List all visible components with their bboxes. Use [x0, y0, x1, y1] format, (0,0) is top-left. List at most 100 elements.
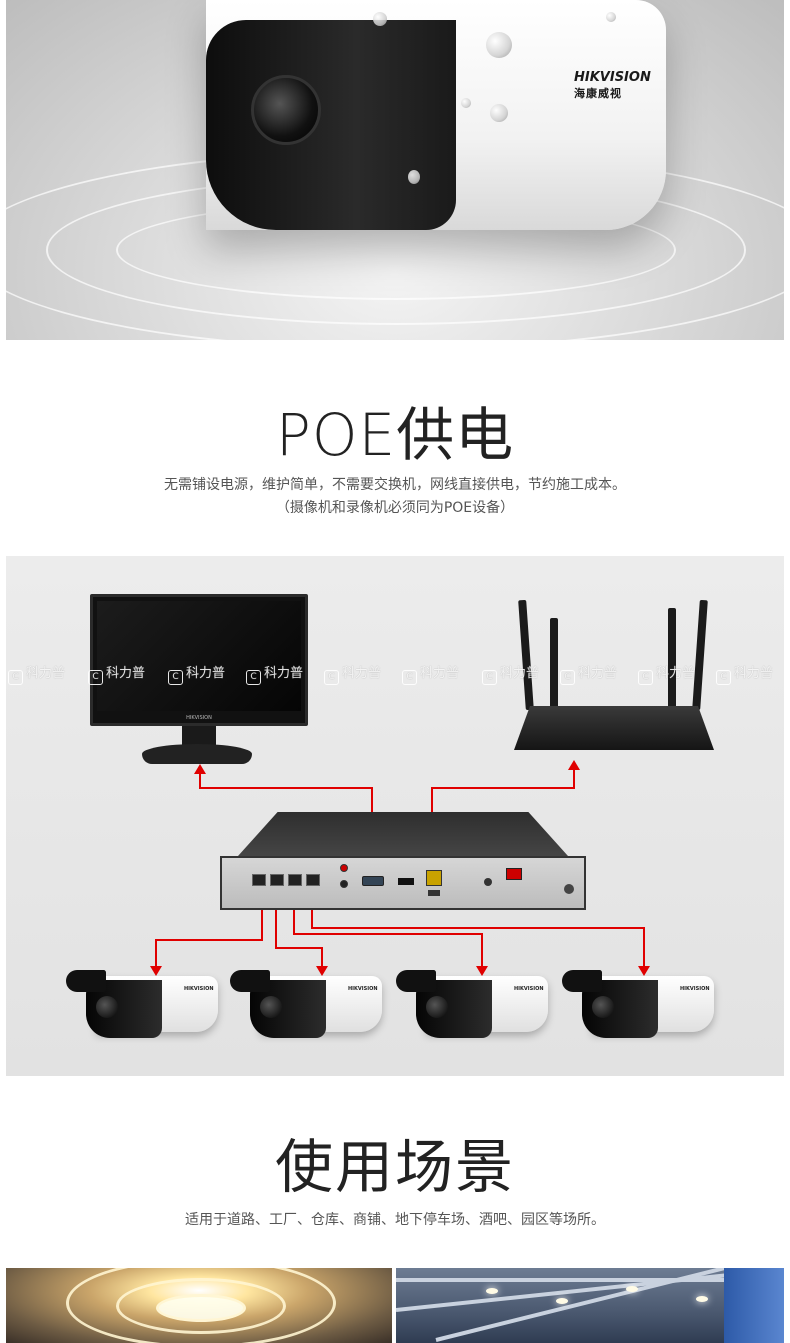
bullet-camera-4: HIKVISION [562, 970, 714, 1048]
arrow-camera-4 [638, 966, 650, 976]
poe-network-diagram: HIKVISION HIKVISION [6, 556, 784, 1076]
hero-camera-image: HIKVISION 海康威视 [6, 0, 784, 340]
camera-lens [426, 996, 448, 1018]
camera-visor [230, 970, 270, 992]
camera-front-hood [206, 20, 456, 230]
camera-brand: HIKVISION [184, 986, 214, 992]
water-drop [606, 12, 616, 22]
watermark-logo-icon: C [8, 670, 23, 685]
hdmi-port [398, 878, 414, 885]
arrow-camera-2 [316, 966, 328, 976]
watermark-logo-icon: C [88, 670, 103, 685]
watermark-text: 科力普 [186, 666, 226, 681]
water-drop [490, 104, 508, 122]
watermark-logo-icon: C [168, 670, 183, 685]
wire-camera-2 [275, 902, 323, 966]
ceiling-ring-light [156, 1294, 246, 1322]
ground-terminal [484, 878, 492, 886]
camera-brand-logo: HIKVISION 海康威视 [574, 70, 651, 102]
watermark-logo-icon: C [638, 670, 653, 685]
monitor-screen [97, 601, 301, 711]
lan-port [426, 870, 442, 886]
audio-in-jack [340, 864, 348, 872]
ceiling-lamp [626, 1286, 638, 1292]
camera-lens [96, 996, 118, 1018]
camera-lens [592, 996, 614, 1018]
brand-en: HIKVISION [574, 70, 651, 85]
watermark-logo-icon: C [246, 670, 261, 685]
nvr-top [238, 812, 568, 856]
wire-camera-1 [155, 902, 263, 966]
arrow-camera-3 [476, 966, 488, 976]
camera-visor [396, 970, 436, 992]
watermark-logo-icon: C [324, 670, 339, 685]
poe-note: （摄像机和录像机必须同为POE设备） [275, 500, 515, 516]
watermark-logo-icon: C [402, 670, 417, 685]
ceiling-ring-light [116, 1278, 286, 1334]
arrow-camera-1 [150, 966, 162, 976]
ceiling-lamp [696, 1296, 708, 1302]
wire-camera-3 [293, 902, 483, 966]
camera-brand: HIKVISION [514, 986, 544, 992]
watermark-text: 科力普 [342, 666, 382, 681]
nvr-recorder [220, 812, 586, 910]
usage-description: 适用于道路、工厂、仓库、商铺、地下停车场、酒吧、园区等场所。 [185, 1212, 605, 1228]
vga-port [362, 876, 384, 886]
poe-title: POE供电 [275, 401, 515, 469]
watermark-text: 科力普 [656, 666, 696, 681]
camera-lens [260, 996, 282, 1018]
router-antenna [668, 608, 676, 712]
arrow-monitor [194, 764, 206, 774]
watermark-text: 科力普 [420, 666, 460, 681]
monitor-logo: HIKVISION [186, 715, 212, 721]
blue-rack [724, 1268, 784, 1343]
monitor-neck [182, 726, 216, 748]
bullet-camera-2: HIKVISION [230, 970, 382, 1048]
watermark-logo-icon: C [482, 670, 497, 685]
nvr-back-panel [220, 856, 586, 910]
camera-lens [251, 75, 321, 145]
poe-port-1 [252, 874, 266, 886]
ceiling-ring-light [66, 1268, 336, 1343]
scene-photo-warehouse [396, 1268, 784, 1343]
watermark-text: 科力普 [264, 666, 304, 681]
monitor: HIKVISION [90, 594, 308, 726]
watermark-text: 科力普 [578, 666, 618, 681]
water-drop [408, 170, 420, 184]
watermark-logo-icon: C [560, 670, 575, 685]
watermark-text: 科力普 [500, 666, 540, 681]
audio-out-jack [340, 880, 348, 888]
camera-visor [66, 970, 106, 992]
poe-port-3 [288, 874, 302, 886]
camera-brand: HIKVISION [680, 986, 710, 992]
poe-description: 无需铺设电源，维护简单，不需要交换机，网线直接供电，节约施工成本。 [164, 477, 626, 493]
router-antenna [550, 618, 558, 712]
poe-port-2 [270, 874, 284, 886]
ceiling-lamp [556, 1298, 568, 1304]
arrow-router [568, 760, 580, 770]
monitor-base [142, 744, 252, 764]
router [514, 706, 714, 750]
usage-title: 使用场景 [274, 1133, 515, 1201]
brand-cn: 海康威视 [574, 87, 622, 100]
scene-photo-lobby [6, 1268, 392, 1343]
wire-camera-4 [311, 902, 645, 966]
watermark-text: 科力普 [734, 666, 774, 681]
water-drop [486, 32, 512, 58]
ceiling-lamp [486, 1288, 498, 1294]
watermark-text: 科力普 [26, 666, 66, 681]
bullet-camera-1: HIKVISION [66, 970, 218, 1048]
camera-visor [562, 970, 602, 992]
water-drop [461, 98, 471, 108]
usb-port [428, 890, 440, 896]
